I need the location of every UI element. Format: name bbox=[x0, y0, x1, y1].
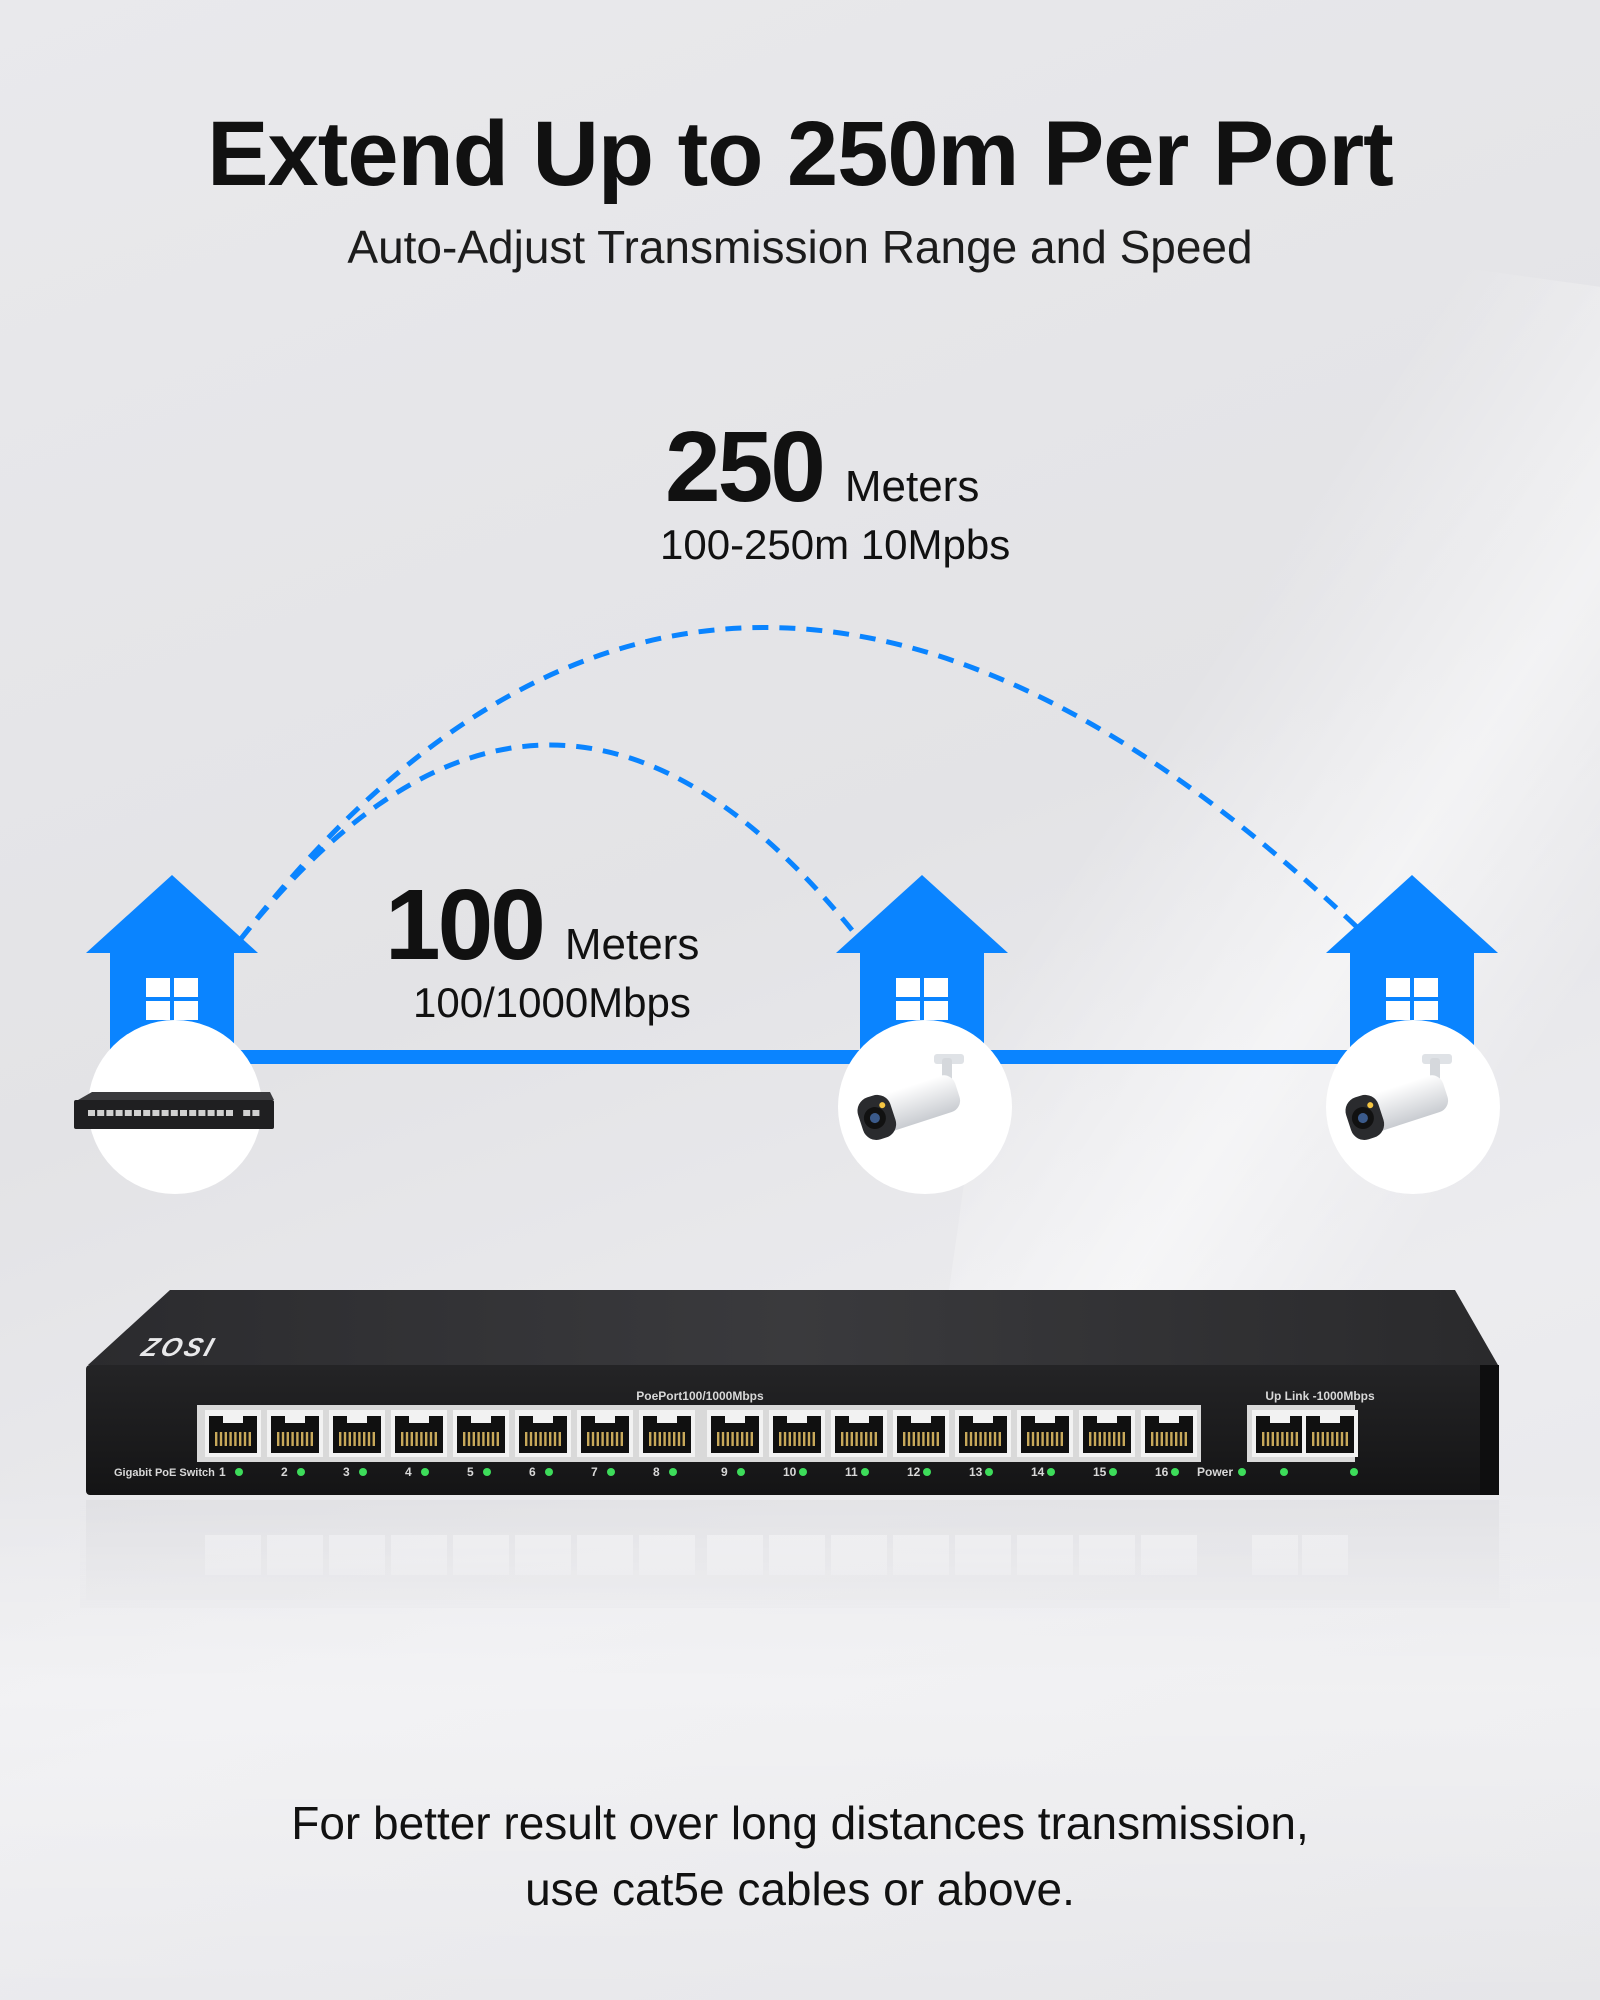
long-range-speed: 100-250m 10Mpbs bbox=[660, 521, 1011, 568]
mini-port bbox=[189, 1110, 197, 1116]
port-number-7: 7 bbox=[591, 1465, 598, 1479]
footer-line-2: use cat5e cables or above. bbox=[525, 1863, 1075, 1915]
switch-model-label: Gigabit PoE Switch bbox=[114, 1467, 215, 1479]
poe-port-9 bbox=[707, 1410, 763, 1457]
mini-port bbox=[115, 1110, 123, 1116]
short-range-distance: 100 bbox=[385, 869, 546, 981]
poe-port-15 bbox=[1079, 1410, 1135, 1457]
port-number-9: 9 bbox=[721, 1465, 728, 1479]
switch-reflection bbox=[80, 1498, 1510, 1608]
mini-port bbox=[198, 1110, 206, 1116]
mini-port bbox=[243, 1110, 251, 1116]
port-led-16 bbox=[1171, 1468, 1179, 1476]
poe-port-13 bbox=[955, 1410, 1011, 1457]
uplink-led-1 bbox=[1280, 1468, 1288, 1476]
port-led-5 bbox=[483, 1468, 491, 1476]
port-led-2 bbox=[297, 1468, 305, 1476]
poe-port-2 bbox=[267, 1410, 323, 1457]
power-led bbox=[1238, 1468, 1246, 1476]
uplink-label: Up Link -1000Mbps bbox=[1265, 1389, 1375, 1403]
port-number-12: 12 bbox=[907, 1465, 921, 1479]
port-number-6: 6 bbox=[529, 1465, 536, 1479]
poe-port-16 bbox=[1141, 1410, 1197, 1457]
poe-ports-label: PoePort100/1000Mbps bbox=[636, 1389, 764, 1403]
mini-port bbox=[216, 1110, 224, 1116]
poe-switch: ZOSI PoePort100/1000Mbps Up Link -1000Mb… bbox=[86, 1290, 1499, 1495]
port-led-3 bbox=[359, 1468, 367, 1476]
port-led-7 bbox=[607, 1468, 615, 1476]
port-led-6 bbox=[545, 1468, 553, 1476]
port-number-3: 3 bbox=[343, 1465, 350, 1479]
short-range-arc bbox=[238, 742, 862, 942]
poe-port-7 bbox=[577, 1410, 633, 1457]
port-number-4: 4 bbox=[405, 1465, 412, 1479]
poe-port-12 bbox=[893, 1410, 949, 1457]
long-range-callout: 250 Meters 100-250m 10Mpbs bbox=[660, 410, 1010, 569]
footer-note: For better result over long distances tr… bbox=[0, 1790, 1600, 1922]
brand-logo: ZOSI bbox=[137, 1333, 220, 1362]
mini-switch-icon bbox=[74, 1092, 274, 1129]
connection-arcs bbox=[190, 625, 1430, 1064]
port-number-13: 13 bbox=[969, 1465, 983, 1479]
port-led-4 bbox=[421, 1468, 429, 1476]
mini-port bbox=[180, 1110, 187, 1116]
mini-port bbox=[124, 1110, 132, 1116]
port-number-5: 5 bbox=[467, 1465, 474, 1479]
port-led-13 bbox=[985, 1468, 993, 1476]
port-led-8 bbox=[669, 1468, 677, 1476]
mini-port bbox=[88, 1110, 95, 1116]
mini-port bbox=[207, 1110, 215, 1116]
port-number-16: 16 bbox=[1155, 1465, 1169, 1479]
short-range-speed: 100/1000Mbps bbox=[413, 979, 691, 1026]
port-number-15: 15 bbox=[1093, 1465, 1107, 1479]
mini-port bbox=[170, 1110, 178, 1116]
mini-port bbox=[161, 1110, 169, 1116]
port-number-8: 8 bbox=[653, 1465, 660, 1479]
poe-port-10 bbox=[769, 1410, 825, 1457]
port-number-10: 10 bbox=[783, 1465, 797, 1479]
mini-port bbox=[252, 1110, 260, 1116]
poe-port-11 bbox=[831, 1410, 887, 1457]
long-range-arc bbox=[238, 625, 1362, 942]
port-number-2: 2 bbox=[281, 1465, 288, 1479]
port-led-11 bbox=[861, 1468, 869, 1476]
mini-port bbox=[143, 1110, 151, 1116]
mini-port bbox=[134, 1110, 141, 1116]
poe-port-4 bbox=[391, 1410, 447, 1457]
power-label: Power bbox=[1197, 1465, 1233, 1479]
footer-line-1: For better result over long distances tr… bbox=[291, 1797, 1309, 1849]
port-led-12 bbox=[923, 1468, 931, 1476]
poe-port-8 bbox=[639, 1410, 695, 1457]
short-range-callout: 100 Meters 100/1000Mbps bbox=[385, 868, 699, 1027]
port-led-1 bbox=[235, 1468, 243, 1476]
poe-port-14 bbox=[1017, 1410, 1073, 1457]
cable-line bbox=[190, 1050, 1430, 1064]
switch-top bbox=[88, 1290, 1498, 1365]
headline: Extend Up to 250m Per Port bbox=[207, 103, 1394, 205]
port-led-9 bbox=[737, 1468, 745, 1476]
poe-port-5 bbox=[453, 1410, 509, 1457]
poe-port-3 bbox=[329, 1410, 385, 1457]
uplink-port-1 bbox=[1252, 1410, 1308, 1457]
port-number-1: 1 bbox=[219, 1465, 226, 1479]
port-led-14 bbox=[1047, 1468, 1055, 1476]
uplink-led-2 bbox=[1350, 1468, 1358, 1476]
subheadline: Auto-Adjust Transmission Range and Speed bbox=[347, 221, 1253, 273]
mini-port bbox=[152, 1110, 160, 1116]
port-led-10 bbox=[799, 1468, 807, 1476]
port-number-11: 11 bbox=[845, 1465, 858, 1479]
uplink-port-2 bbox=[1302, 1410, 1358, 1457]
poe-port-1 bbox=[205, 1410, 261, 1457]
long-range-distance: 250 bbox=[665, 411, 826, 523]
mini-port bbox=[106, 1110, 114, 1116]
port-number-14: 14 bbox=[1031, 1465, 1045, 1479]
poe-port-6 bbox=[515, 1410, 571, 1457]
short-range-unit: Meters bbox=[564, 920, 700, 969]
long-range-unit: Meters bbox=[844, 462, 980, 511]
mini-port bbox=[226, 1110, 233, 1116]
mini-port bbox=[97, 1110, 105, 1116]
port-led-15 bbox=[1109, 1468, 1117, 1476]
